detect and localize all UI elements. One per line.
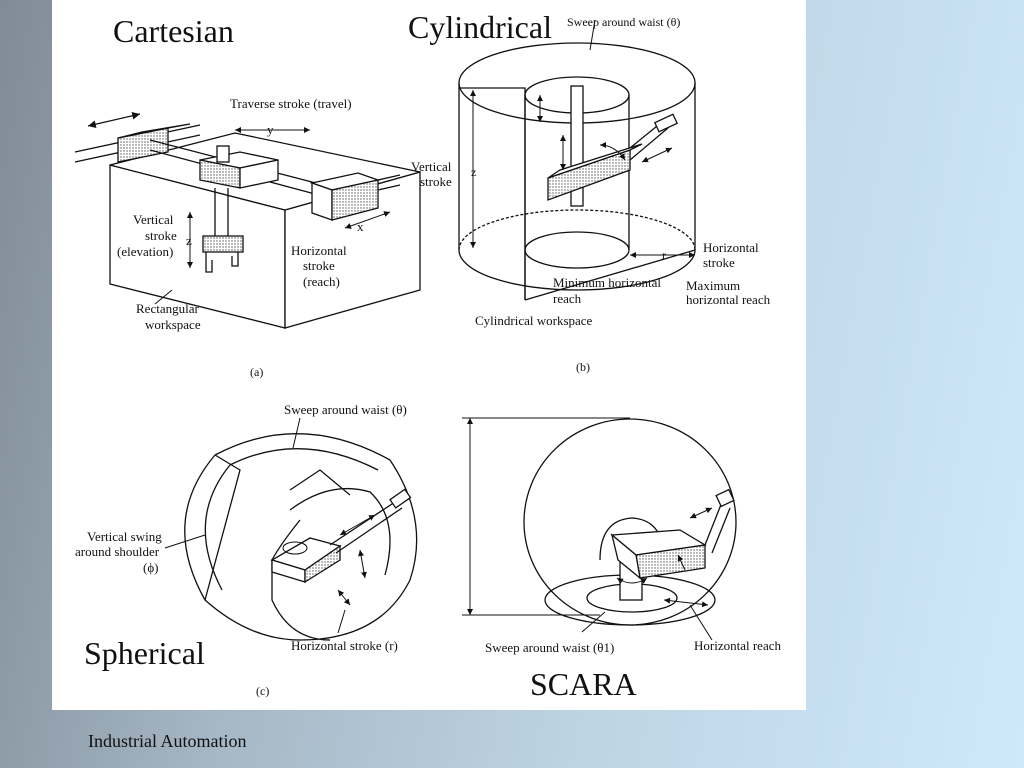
vertical-stroke-label-1: Vertical	[133, 212, 174, 227]
caption-b: (b)	[576, 360, 590, 374]
x-axis-label: x	[357, 219, 364, 234]
cyl-vertical-label-1: Vertical	[411, 159, 452, 174]
spherical-title: Spherical	[84, 635, 205, 671]
sph-swing-label-2: around shoulder	[75, 544, 160, 559]
cyl-min-reach-label-2: reach	[553, 291, 582, 306]
sph-swing-label-3: (ϕ)	[143, 560, 159, 575]
vertical-stroke-label-3: (elevation)	[117, 244, 173, 259]
cyl-sweep-label: Sweep around waist (θ)	[567, 15, 680, 29]
caption-a: (a)	[250, 365, 263, 379]
cylindrical-title: Cylindrical	[408, 9, 552, 45]
y-axis-label: y	[267, 122, 274, 137]
cyl-vertical-label-2: stroke	[420, 174, 452, 189]
z-axis-label: z	[186, 233, 192, 248]
cyl-horizontal-label-1: Horizontal	[703, 240, 759, 255]
spherical-diagram	[164, 417, 418, 641]
scara-diagram	[462, 417, 737, 641]
cyl-z-label: z	[471, 165, 476, 179]
vertical-stroke-label-2: stroke	[145, 228, 177, 243]
scara-sweep-label: Sweep around waist (θ1)	[485, 640, 614, 655]
caption-c: (c)	[256, 684, 269, 698]
horizontal-stroke-label-2: stroke	[303, 258, 335, 273]
cyl-r-label: r	[662, 248, 666, 262]
cartesian-diagram	[74, 111, 421, 329]
sph-sweep-label: Sweep around waist (θ)	[284, 402, 407, 417]
cylindrical-diagram	[458, 19, 696, 301]
workspace-label-2: workspace	[145, 317, 201, 332]
workspace-label-1: Rectangular	[136, 301, 199, 316]
sph-horizontal-label: Horizontal stroke (r)	[291, 638, 398, 653]
sph-swing-label-1: Vertical swing	[87, 529, 162, 544]
traverse-stroke-label: Traverse stroke (travel)	[230, 96, 352, 111]
cyl-workspace-label: Cylindrical workspace	[475, 313, 593, 328]
cyl-max-reach-label-2: horizontal reach	[686, 292, 771, 307]
scara-title: SCARA	[530, 666, 637, 702]
cyl-min-reach-label-1: Minimum horizontal	[553, 275, 661, 290]
cartesian-title: Cartesian	[113, 13, 234, 49]
scara-reach-label: Horizontal reach	[694, 638, 781, 653]
footer-title: Industrial Automation	[88, 731, 247, 751]
cyl-max-reach-label-1: Maximum	[686, 278, 740, 293]
horizontal-stroke-label-1: Horizontal	[291, 243, 347, 258]
cyl-horizontal-label-2: stroke	[703, 255, 735, 270]
figure-panel	[52, 0, 806, 710]
horizontal-stroke-label-3: (reach)	[303, 274, 340, 289]
